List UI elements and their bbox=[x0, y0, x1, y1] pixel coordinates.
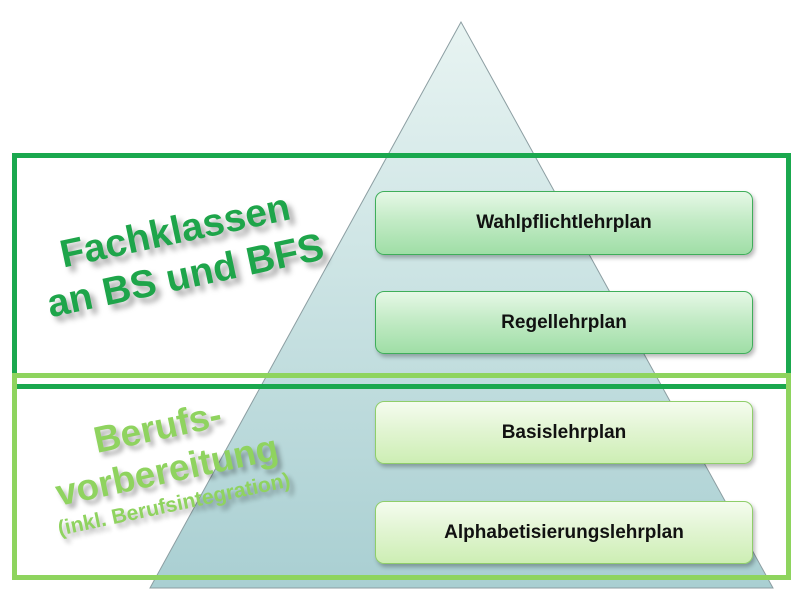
level-label: Regellehrplan bbox=[501, 311, 627, 333]
level-label: Wahlpflichtlehrplan bbox=[476, 212, 652, 233]
level-box-regellehrplan: Regellehrplan bbox=[375, 291, 753, 354]
level-box-basislehrplan: Basislehrplan bbox=[375, 401, 753, 464]
level-label: Basislehrplan bbox=[501, 421, 627, 443]
level-box-alphabetisierungslehrplan: Alphabetisierungslehrplan bbox=[375, 501, 753, 564]
group-frame-fachklassen bbox=[12, 153, 791, 389]
level-label: Alphabetisierungslehrplan bbox=[444, 521, 684, 543]
group-frame-berufsvorbereitung bbox=[12, 373, 791, 580]
level-box-wahlpflichtlehrplan: Wahlpflichtlehrplan bbox=[375, 191, 753, 255]
